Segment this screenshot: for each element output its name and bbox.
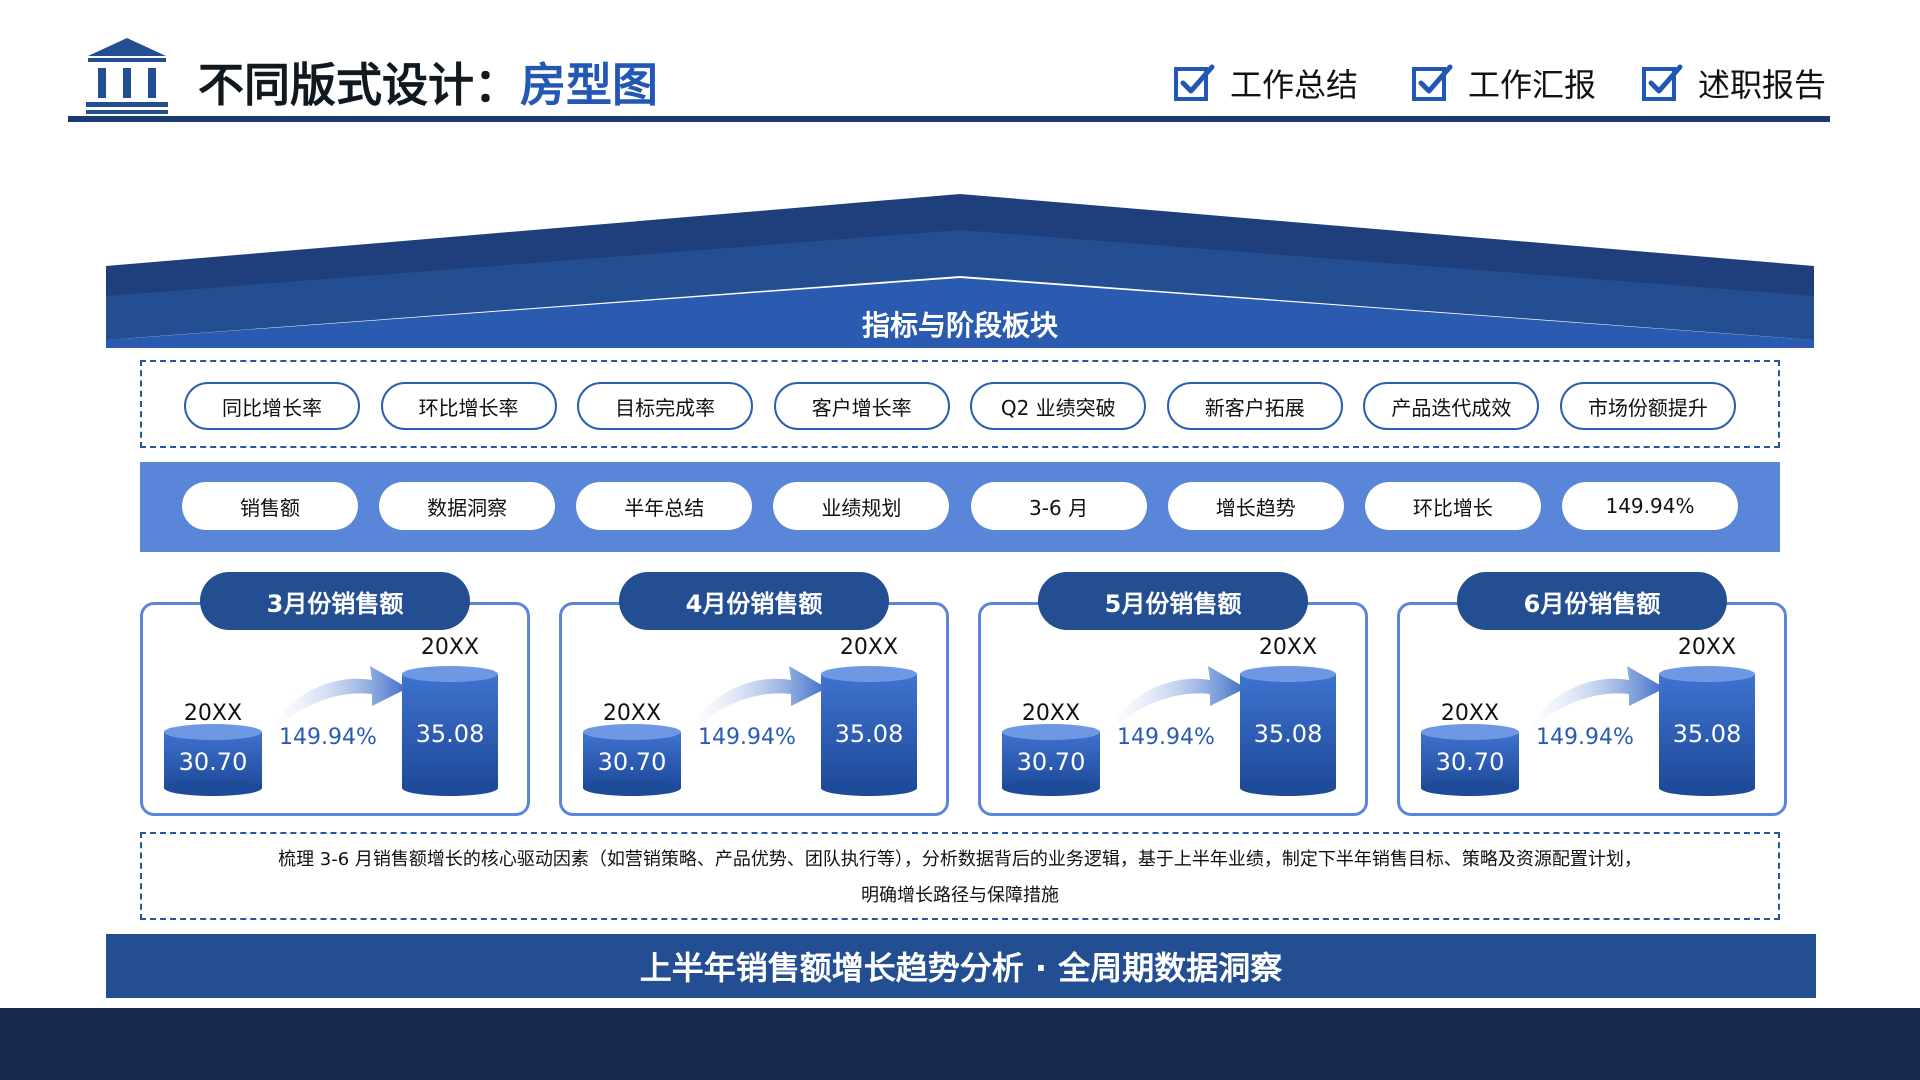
page-title-highlight: 房型图 [520, 58, 658, 112]
tag-pill-mom[interactable]: 环比增长 [1364, 482, 1541, 530]
tag-pill-sales[interactable]: 销售额 [182, 482, 358, 530]
left-value-label: 30.70 [1436, 748, 1505, 776]
sales-card-graphic: 20XX 30.70 149.94% 20XX 35.08 [164, 635, 498, 796]
tag-pill-growth-trend[interactable]: 增长趋势 [1167, 482, 1344, 530]
growth-label: 149.94% [1536, 725, 1634, 750]
right-value-label: 35.08 [1673, 720, 1742, 748]
tag-label: 工作总结 [1230, 66, 1359, 104]
right-year-label: 20XX [421, 635, 479, 660]
right-year-label: 20XX [1678, 635, 1736, 660]
growth-arrow-icon [268, 666, 408, 736]
tag-debriefing-report[interactable]: 述职报告 [1640, 56, 1826, 110]
growth-arrow-icon [687, 666, 827, 736]
tag-label: 工作汇报 [1468, 66, 1597, 104]
checkbox-checked-icon [1412, 64, 1453, 101]
tag-pill-half-year-summary[interactable]: 半年总结 [576, 482, 753, 530]
left-year-label: 20XX [1441, 701, 1499, 726]
cylinder-right [402, 666, 498, 796]
cylinder-right [1240, 666, 1336, 796]
growth-label: 149.94% [1117, 725, 1215, 750]
left-value-label: 30.70 [598, 748, 667, 776]
sales-card-title: 6月份销售额 [1457, 572, 1727, 630]
growth-label: 149.94% [698, 725, 796, 750]
sales-card-graphic: 20XX 30.70 149.94% 20XX 35.08 [1002, 635, 1336, 796]
header-divider [68, 116, 1830, 122]
checkbox-checked-icon [1642, 64, 1683, 101]
description-line-2: 明确增长路径与保障措施 [861, 885, 1059, 906]
page-title-main: 不同版式设计： [198, 58, 520, 112]
footer-banner: 上半年销售额增长趋势分析 · 全周期数据洞察 [106, 934, 1816, 998]
tag-work-report[interactable]: 工作汇报 [1410, 56, 1596, 110]
tag-pill-percent[interactable]: 149.94% [1561, 482, 1738, 530]
cylinder-left [1002, 724, 1100, 796]
growth-label: 149.94% [279, 725, 377, 750]
right-value-label: 35.08 [416, 720, 485, 748]
sales-card-graphic: 20XX 30.70 149.94% 20XX 35.08 [583, 635, 917, 796]
cylinder-left [1421, 724, 1519, 796]
kpi-pill-customer-growth[interactable]: 客户增长率 [773, 382, 950, 430]
cylinder-right [1659, 666, 1755, 796]
bank-building-icon [86, 38, 168, 114]
page-title: 不同版式设计：房型图 [198, 42, 658, 122]
kpi-pill-new-customers[interactable]: 新客户拓展 [1166, 382, 1343, 430]
description-panel: 梳理 3-6 月销售额增长的核心驱动因素（如营销策略、产品优势、团队执行等），分… [140, 832, 1780, 920]
right-value-label: 35.08 [835, 720, 904, 748]
kpi-pill-mom-growth[interactable]: 环比增长率 [380, 382, 557, 430]
growth-arrow-icon [1106, 666, 1246, 736]
bottom-bar [0, 1008, 1920, 1080]
kpi-pill-target-completion[interactable]: 目标完成率 [577, 382, 754, 430]
description-line-1: 梳理 3-6 月销售额增长的核心驱动因素（如营销策略、产品优势、团队执行等），分… [278, 849, 1642, 870]
checkbox-checked-icon [1174, 64, 1215, 101]
roof-title: 指标与阶段板块 [861, 309, 1058, 342]
tag-label: 述职报告 [1698, 66, 1827, 104]
tag-pill-performance-plan[interactable]: 业绩规划 [773, 482, 950, 530]
kpi-pill-product-iteration[interactable]: 产品迭代成效 [1363, 382, 1540, 430]
left-value-label: 30.70 [1017, 748, 1086, 776]
growth-arrow-icon [1525, 666, 1665, 736]
cylinder-left [164, 724, 262, 796]
right-year-label: 20XX [1259, 635, 1317, 660]
sales-card-title: 3月份销售额 [200, 572, 470, 630]
cylinder-right [821, 666, 917, 796]
right-year-label: 20XX [840, 635, 898, 660]
left-year-label: 20XX [603, 701, 661, 726]
kpi-pill-yoy-growth[interactable]: 同比增长率 [184, 382, 360, 430]
kpi-pill-market-share[interactable]: 市场份额提升 [1559, 382, 1736, 430]
kpi-panel: 同比增长率 环比增长率 目标完成率 客户增长率 Q2 业绩突破 新客户拓展 产品… [140, 360, 1780, 448]
tag-pill-months[interactable]: 3-6 月 [970, 482, 1147, 530]
left-year-label: 20XX [184, 701, 242, 726]
right-value-label: 35.08 [1254, 720, 1323, 748]
sales-card-title: 5月份销售额 [1038, 572, 1308, 630]
tag-work-summary[interactable]: 工作总结 [1172, 56, 1358, 110]
tag-pill-data-insight[interactable]: 数据洞察 [379, 482, 556, 530]
kpi-pill-q2-breakthrough[interactable]: Q2 业绩突破 [970, 382, 1147, 430]
tag-band: 销售额 数据洞察 半年总结 业绩规划 3-6 月 增长趋势 环比增长 149.9… [140, 462, 1780, 552]
cylinder-left [583, 724, 681, 796]
sales-card-title: 4月份销售额 [619, 572, 889, 630]
left-year-label: 20XX [1022, 701, 1080, 726]
left-value-label: 30.70 [179, 748, 248, 776]
sales-card-graphic: 20XX 30.70 149.94% 20XX 35.08 [1421, 635, 1755, 796]
